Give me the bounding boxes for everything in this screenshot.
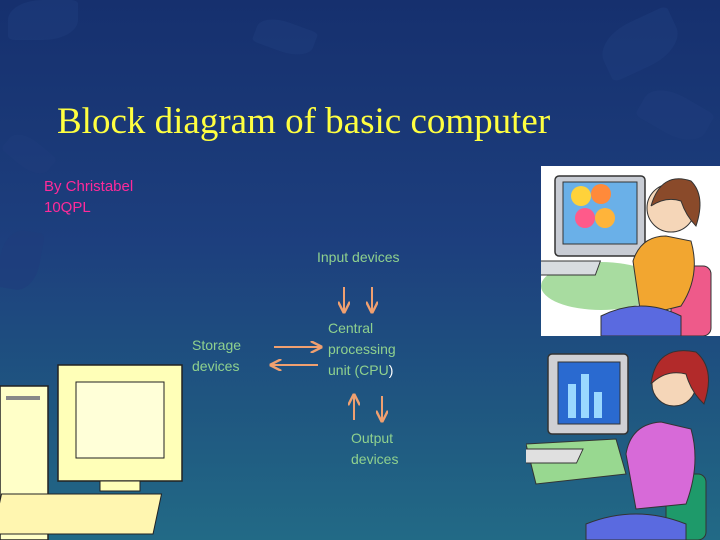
woman-at-computer-illustration — [541, 166, 720, 336]
cpu-label-line1: Central — [328, 320, 374, 336]
cpu-label-line3: unit (CPU) — [328, 360, 396, 381]
author-class: 10QPL — [44, 199, 91, 216]
storage-label-line2: devices — [192, 358, 240, 374]
cpu-label: Central processing unit (CPU) — [328, 318, 396, 381]
cpu-label-line2: processing — [328, 341, 396, 357]
background-leaf — [8, 0, 78, 40]
output-devices-label: Output devices — [351, 428, 398, 470]
cpu-label-paren: ) — [388, 362, 394, 378]
author-name: By Christabel — [44, 178, 134, 195]
output-label-line1: Output — [351, 430, 394, 446]
slide-title: Block diagram of basic computer — [57, 101, 551, 142]
output-label-line2: devices — [351, 451, 399, 467]
storage-label-line1: Storage — [192, 337, 242, 353]
woman-with-chart-illustration — [526, 344, 720, 540]
input-devices-label: Input devices — [317, 249, 400, 265]
cpu-label-line3-text: unit (CPU — [328, 362, 389, 378]
storage-devices-label: Storage devices — [192, 335, 241, 377]
author-text: By Christabel 10QPL — [44, 176, 133, 218]
desktop-computer-illustration — [0, 360, 220, 540]
